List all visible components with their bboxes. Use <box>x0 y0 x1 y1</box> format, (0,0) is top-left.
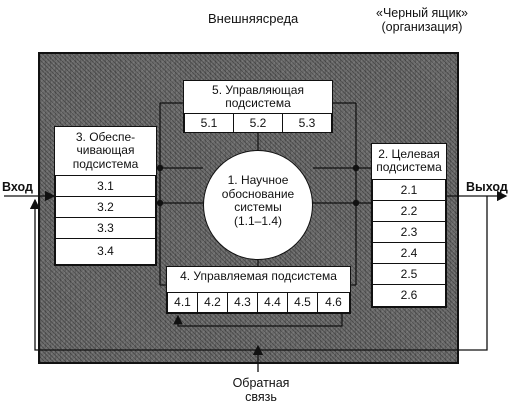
target-subsystem: 2. Целевая подсистема 2.1 2.2 2.3 2.4 2.… <box>371 143 447 308</box>
support-cell: 3.3 <box>55 217 156 239</box>
support-subsystem: 3. Обеспе- чивающая подсистема 3.1 3.2 3… <box>54 126 157 266</box>
black-box-label: «Черный ящик» (организация) <box>376 6 468 34</box>
managed-cell: 4.1 <box>167 292 198 313</box>
managed-subsystem: 4. Управляемая подсистема 4.1 4.2 4.3 4.… <box>166 266 351 314</box>
managed-cell: 4.2 <box>197 292 228 313</box>
feedback-label: Обратная связь <box>232 376 290 404</box>
input-label: Вход <box>2 180 33 194</box>
managed-cell: 4.3 <box>227 292 258 313</box>
internal-feedback-loop <box>173 314 343 327</box>
managed-cell: 4.4 <box>257 292 288 313</box>
target-cell: 2.2 <box>372 200 446 222</box>
target-cell: 2.5 <box>372 263 446 285</box>
control-cell: 5.2 <box>233 113 283 133</box>
target-cell: 2.6 <box>372 284 446 307</box>
support-cell: 3.2 <box>55 196 156 218</box>
output-label: Выход <box>466 180 508 194</box>
target-cell: 2.1 <box>372 179 446 201</box>
managed-cell: 4.6 <box>317 292 350 313</box>
support-cell: 3.1 <box>55 175 156 197</box>
scientific-basis-circle <box>203 150 313 260</box>
support-subsystem-title: 3. Обеспе- чивающая подсистема <box>72 130 139 171</box>
target-subsystem-title: 2. Целевая подсистема <box>376 147 442 175</box>
target-cell: 2.4 <box>372 242 446 264</box>
control-cell: 5.3 <box>282 113 332 133</box>
managed-cell: 4.5 <box>287 292 318 313</box>
control-cell: 5.1 <box>184 113 234 133</box>
external-environment-label: Внешняясреда <box>208 11 299 26</box>
target-cell: 2.3 <box>372 221 446 243</box>
support-cell: 3.4 <box>55 238 156 265</box>
control-subsystem-title: 5. Управляющая подсистема <box>212 83 304 111</box>
control-subsystem: 5. Управляющая подсистема 5.1 5.2 5.3 <box>183 80 333 133</box>
scientific-basis-text: 1. Научное обоснование системы (1.1–1.4) <box>221 173 295 229</box>
managed-subsystem-title: 4. Управляемая подсистема <box>180 269 337 283</box>
